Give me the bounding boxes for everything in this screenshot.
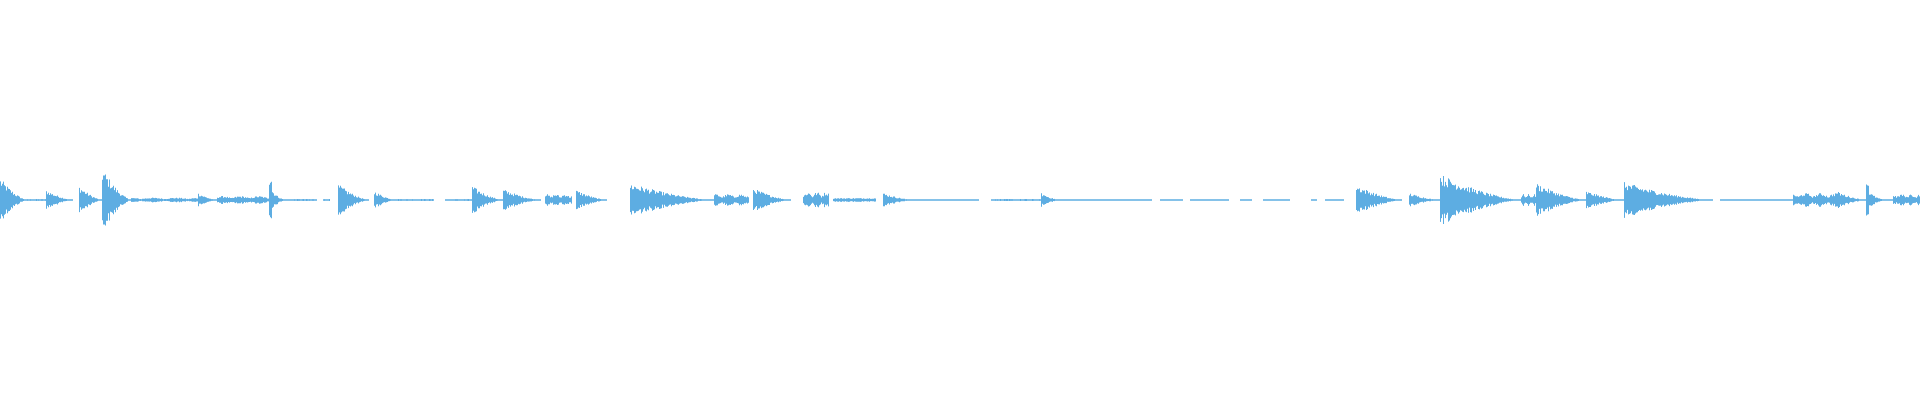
waveform-segment <box>396 199 434 201</box>
waveform-segment <box>131 197 198 203</box>
waveform-segment <box>503 190 541 210</box>
waveform-segment <box>545 194 572 206</box>
waveform-segment <box>883 193 914 207</box>
waveform-segment <box>1866 184 1893 216</box>
waveform-segment <box>292 199 317 201</box>
waveform-segment <box>1263 199 1290 201</box>
waveform-segment <box>1311 199 1317 201</box>
waveform-segment <box>27 199 46 201</box>
waveform-segment <box>1836 192 1866 208</box>
waveform-segment <box>0 181 27 219</box>
waveform-segment <box>1720 199 1793 201</box>
waveform-segment <box>833 198 876 202</box>
waveform-segment <box>714 194 749 206</box>
waveform-segment <box>1521 194 1536 206</box>
waveform-segment <box>1440 176 1521 224</box>
waveform-segment <box>374 192 396 208</box>
waveform-segment <box>102 174 131 226</box>
waveform-segment <box>46 191 73 209</box>
waveform-segment <box>1356 188 1402 212</box>
waveform-segment <box>1190 199 1229 201</box>
waveform-segment <box>1793 193 1836 207</box>
waveform-segment <box>198 193 217 207</box>
waveform-segment <box>323 199 330 201</box>
waveform-segment <box>1060 199 1152 201</box>
waveform-segment <box>79 187 102 213</box>
waveform-segment <box>445 199 472 201</box>
waveform-segment <box>1160 199 1183 201</box>
waveform-segment <box>1240 199 1252 201</box>
waveform-segment <box>1041 193 1060 207</box>
waveform-segment <box>217 196 269 204</box>
waveform-segment <box>576 190 607 210</box>
waveform-segment <box>472 187 503 213</box>
waveform-segment <box>1536 184 1586 216</box>
waveform-segment <box>1325 199 1344 201</box>
waveform-segment <box>753 190 791 210</box>
waveform-segment <box>630 185 714 215</box>
waveform-segment <box>338 185 369 215</box>
waveform-segment <box>1893 194 1920 206</box>
waveform-segment <box>991 199 1046 201</box>
waveform-segment <box>1624 182 1713 218</box>
waveform-segment <box>914 199 979 201</box>
waveform-segment <box>1586 191 1624 209</box>
waveform-bars <box>0 174 1920 226</box>
waveform-segment <box>1409 193 1440 207</box>
waveform-segment <box>803 192 829 208</box>
waveform-segment <box>269 181 292 219</box>
